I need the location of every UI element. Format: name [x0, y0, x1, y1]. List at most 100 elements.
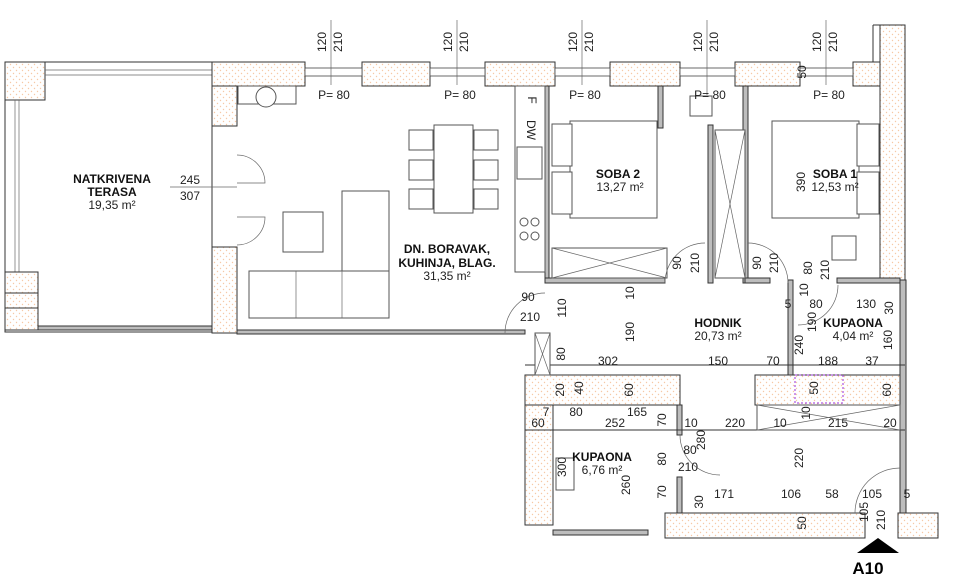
dimension-label: 220	[725, 416, 745, 430]
room-area: 19,35 m²	[88, 198, 135, 212]
dimension-label: 80	[683, 443, 697, 457]
dimension-label: 60	[531, 416, 545, 430]
dimension-label: 10	[773, 416, 787, 430]
dimension-label: 20	[553, 383, 567, 397]
room-area: 6,76 m²	[582, 463, 623, 477]
dimension-label: 210	[678, 460, 698, 474]
dimension-label: 110	[555, 298, 569, 317]
room-area: 12,53 m²	[811, 180, 858, 194]
room-name: KUHINJA, BLAG.	[398, 256, 495, 270]
window-height-label: 210	[707, 32, 721, 52]
dimension-label: 50	[795, 65, 809, 79]
room-area: 4,04 m²	[833, 329, 874, 343]
dimension-label: 70	[766, 354, 780, 368]
dimension-label: 210	[874, 510, 888, 530]
room-labels: NATKRIVENA TERASA 19,35 m² DN. BORAVAK, …	[73, 96, 883, 477]
room-area: 20,73 m²	[694, 329, 741, 343]
room-name: SOBA 1	[813, 167, 858, 181]
terrace-door-height: 307	[180, 189, 200, 203]
dimension-label: 260	[619, 475, 633, 495]
dimension-label: 240	[792, 335, 806, 355]
window-sill-label: P= 80	[694, 88, 726, 102]
terrace-door-width: 245	[180, 173, 200, 187]
dimension-label: 160	[881, 330, 895, 350]
room-area: 13,27 m²	[596, 180, 643, 194]
terrace	[4, 61, 213, 333]
window-height-label: 210	[331, 32, 345, 52]
dimension-label: 50	[807, 381, 821, 395]
window-height-label: 210	[582, 32, 596, 52]
dimension-label: 10	[684, 416, 698, 430]
dimension-label: 30	[692, 495, 706, 509]
dimension-label: 80	[554, 347, 568, 361]
window-sill-label: P= 80	[569, 88, 601, 102]
furniture	[237, 85, 901, 491]
room-name: SOBA 2	[596, 167, 641, 181]
room-name: DN. BORAVAK,	[404, 242, 490, 256]
window-height-label: 210	[457, 32, 471, 52]
room-name: HODNIK	[694, 316, 742, 330]
dimension-label: 90	[750, 256, 764, 270]
dimension-label: 165	[627, 405, 647, 419]
dimension-label: 80	[801, 261, 815, 275]
dimension-label: 390	[794, 172, 808, 192]
dimension-label: 10	[799, 406, 813, 420]
room-area: 31,35 m²	[423, 269, 470, 283]
dimension-label: 20	[883, 416, 897, 430]
room-name: TERASA	[87, 185, 137, 199]
dimension-label: 90	[670, 256, 684, 270]
fridge-label: F	[525, 96, 539, 103]
dimension-label: 80	[809, 297, 823, 311]
dimension-label: 188	[818, 354, 838, 368]
window-width-label: 120	[691, 32, 705, 52]
window-sill-label: P= 80	[444, 88, 476, 102]
dimension-label: 130	[856, 297, 876, 311]
dimension-label: 5	[904, 487, 911, 501]
dimension-label: 60	[622, 383, 636, 397]
dimension-label: 5	[785, 297, 792, 311]
dimension-label: 58	[825, 487, 839, 501]
window-sill-label: P= 80	[813, 88, 845, 102]
dimension-label: 150	[708, 354, 728, 368]
dimension-label: 190	[623, 322, 637, 342]
dimension-label: 7	[543, 405, 550, 419]
dimension-label: 10	[623, 286, 637, 300]
dimension-label: 210	[818, 260, 832, 280]
dimension-label: 30	[882, 301, 896, 315]
dimension-label: 60	[880, 383, 894, 397]
section-marker: A10	[852, 538, 899, 578]
window-height-label: 210	[826, 32, 840, 52]
dimension-label: 106	[781, 487, 801, 501]
window-sill-label: P= 80	[318, 88, 350, 102]
dimension-label: 50	[795, 516, 809, 530]
window-width-label: 120	[315, 32, 329, 52]
room-name: KUPAONA	[823, 316, 883, 330]
room-name: NATKRIVENA	[73, 172, 151, 186]
dimension-label: 105	[857, 502, 871, 522]
dimension-label: 210	[688, 253, 702, 273]
dimension-label: 300	[555, 457, 569, 477]
room-name: KUPAONA	[572, 450, 632, 464]
window-width-label: 120	[441, 32, 455, 52]
dimension-label: 252	[605, 416, 625, 430]
dimension-label: 70	[655, 413, 669, 427]
windows	[304, 20, 854, 95]
dimension-label: 90	[521, 290, 535, 304]
dimension-label: 210	[767, 253, 781, 273]
dimension-label: 220	[792, 448, 806, 468]
dimension-label: 40	[572, 381, 586, 395]
walls	[211, 24, 939, 539]
doors	[170, 154, 901, 514]
window-width-label: 120	[566, 32, 580, 52]
section-marker-label: A10	[852, 559, 883, 578]
dimension-label: 37	[865, 354, 879, 368]
dimension-label: 210	[520, 310, 540, 324]
dimension-label: 80	[655, 452, 669, 466]
dimension-label: 80	[569, 405, 583, 419]
dishwasher-label: DW	[524, 120, 538, 141]
dimension-label: 280	[694, 430, 708, 450]
window-width-label: 120	[810, 32, 824, 52]
